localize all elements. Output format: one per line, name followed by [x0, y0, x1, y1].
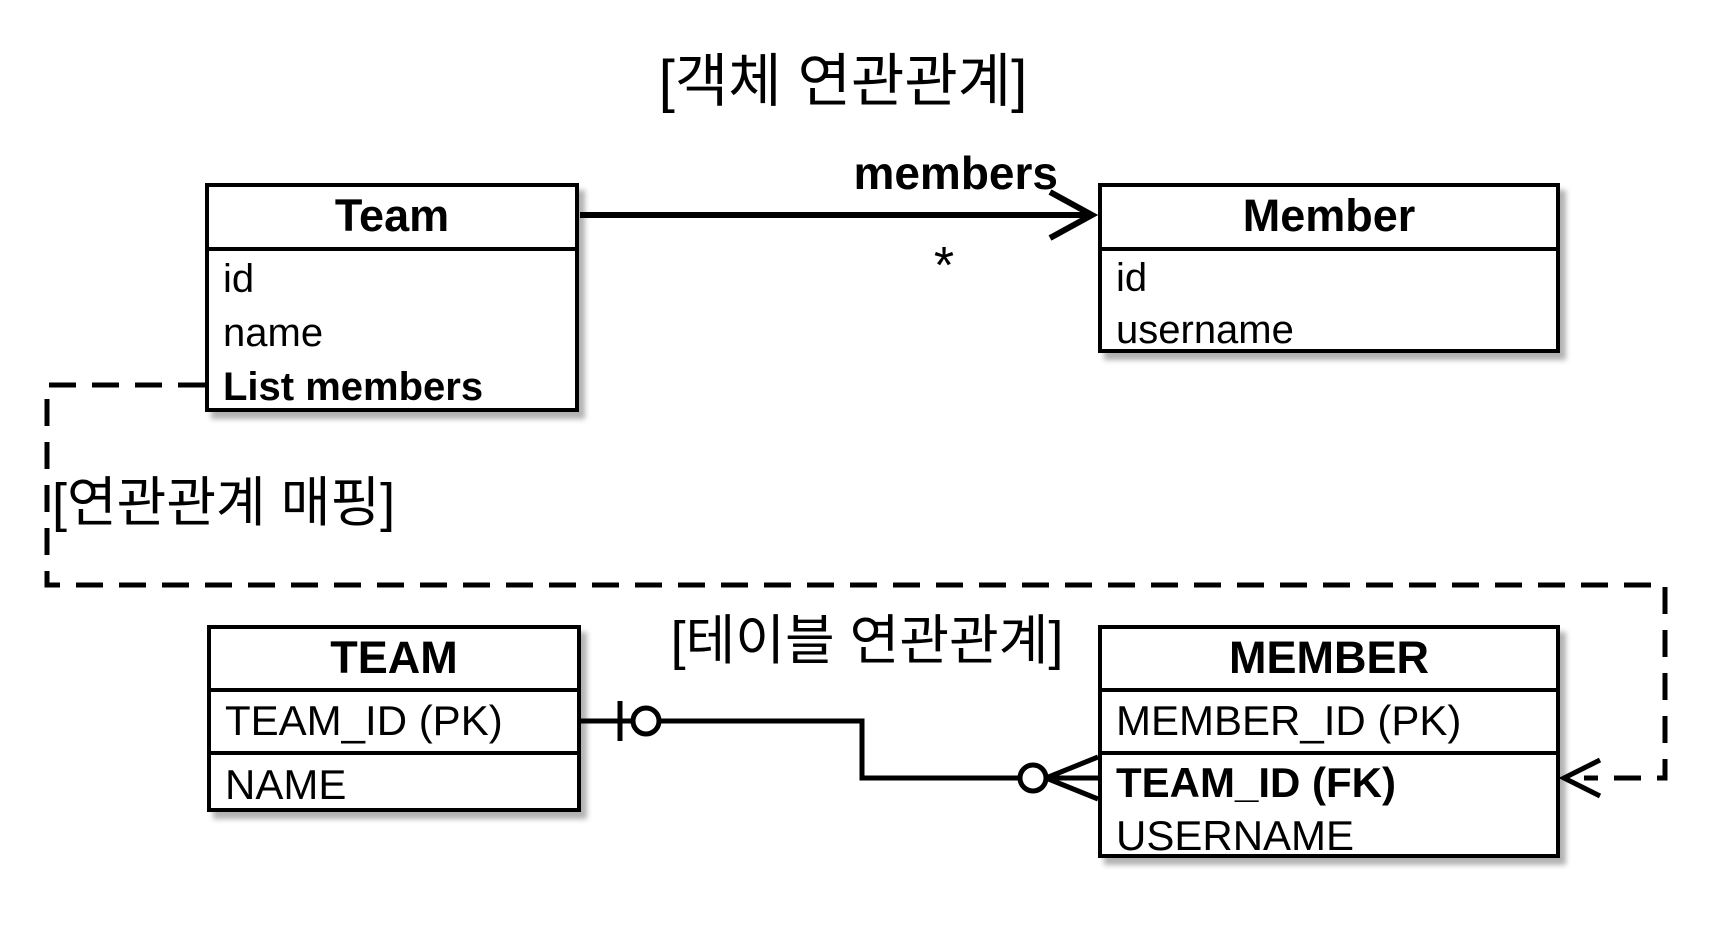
one-circle — [630, 705, 662, 737]
member-field-id: id — [1116, 256, 1148, 300]
table-relation-line — [581, 718, 1021, 781]
table-section-title: [테이블 연관관계] — [670, 611, 1064, 671]
crow-foot-bottom — [1045, 775, 1099, 802]
team-class-box: Team id name List members — [205, 183, 579, 412]
mapping-section-label: [연관관계 매핑] — [52, 473, 396, 533]
member-table-row-username: USERNAME — [1116, 812, 1355, 859]
team-field-id: id — [223, 257, 255, 301]
member-table-title: MEMBER — [1102, 629, 1556, 692]
team-table-row-pk: TEAM_ID (PK) — [211, 692, 577, 755]
team-class-title: Team — [209, 187, 575, 251]
object-section-title: [객체 연관관계] — [658, 49, 1028, 114]
member-table-box: MEMBER MEMBER_ID (PK) TEAM_ID (FK) USERN… — [1098, 625, 1560, 859]
mapping-dashed-arrowhead — [1558, 757, 1602, 799]
member-class-fields: id username — [1102, 251, 1556, 356]
member-field-username: username — [1116, 308, 1294, 352]
team-table-title: TEAM — [211, 629, 577, 692]
team-field-name: name — [223, 311, 324, 355]
object-association-arrowhead — [1048, 189, 1099, 241]
team-field-list-members: List members — [223, 365, 484, 409]
member-table-compartment: TEAM_ID (FK) USERNAME — [1102, 755, 1556, 863]
member-class-title: Member — [1102, 187, 1556, 251]
many-circle — [1017, 762, 1049, 794]
team-class-fields: id name List members — [209, 251, 575, 414]
team-table-box: TEAM TEAM_ID (PK) NAME — [207, 625, 581, 812]
member-class-box: Member id username — [1098, 183, 1560, 353]
team-table-row-name: NAME — [225, 761, 347, 808]
crow-foot-top — [1045, 754, 1099, 781]
mapping-dashed-path — [44, 382, 1668, 781]
member-table-row-fk: TEAM_ID (FK) — [1116, 759, 1396, 806]
association-multiplicity: * — [933, 237, 955, 295]
association-label: members — [853, 147, 1058, 199]
member-table-row-pk: MEMBER_ID (PK) — [1102, 692, 1556, 755]
